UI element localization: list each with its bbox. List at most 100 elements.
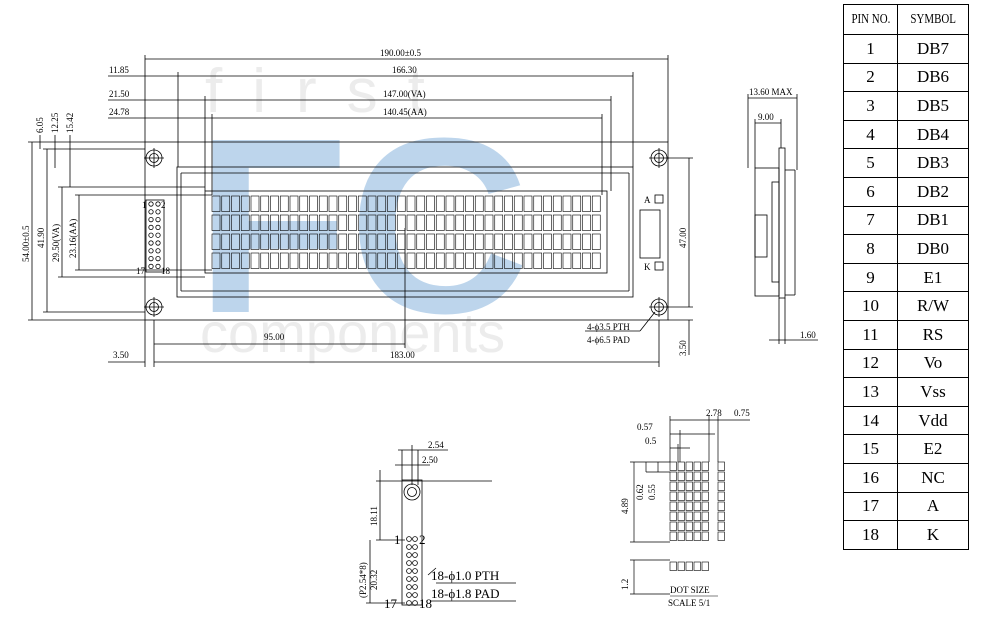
character-cell (387, 214, 396, 231)
character-cell (552, 233, 562, 250)
character-cell (484, 233, 494, 250)
dot-cell (669, 461, 677, 471)
character-cell (221, 233, 231, 250)
character-cell (435, 214, 445, 231)
dim-top-12-25: 12.25 (50, 112, 60, 133)
character-cell (552, 195, 562, 212)
character-cell (357, 214, 367, 231)
header-pin (155, 201, 161, 207)
character-cell (455, 214, 465, 231)
dot-cell (677, 491, 685, 501)
connector-pin (406, 592, 412, 598)
character-cell (338, 233, 348, 250)
dim-dot-0-62: 0.62 (635, 484, 645, 500)
character-cell (367, 195, 377, 212)
dot-cell (701, 521, 709, 531)
dot-cell (685, 491, 693, 501)
dot-cell (701, 531, 709, 541)
connector-pin (406, 584, 412, 590)
pin-symbol: E2 (897, 434, 969, 464)
character-cell (348, 233, 357, 250)
character-cell (435, 252, 445, 269)
character-cell (231, 195, 240, 212)
hole-pth-note: 4-ϕ3.5 PTH (587, 322, 630, 332)
conn-pth-note: 18-ϕ1.0 PTH (431, 568, 499, 583)
pin-symbol: E1 (897, 262, 969, 293)
character-cell (357, 252, 367, 269)
pin-symbol: DB3 (897, 148, 969, 178)
character-cell (572, 214, 582, 231)
connector-pin (412, 576, 418, 582)
pin-number: 6 (843, 176, 898, 207)
character-cell (416, 233, 426, 250)
character-cell (513, 214, 523, 231)
character-cell (582, 195, 591, 212)
header-pin (148, 248, 154, 254)
header-pin (155, 248, 161, 254)
pin-number: 15 (843, 434, 898, 464)
dot-cell (717, 491, 725, 501)
dot-cell (669, 501, 677, 511)
dim-dot-2-78: 2.78 (706, 408, 722, 418)
pin-symbol: Vo (897, 348, 969, 379)
character-cell (387, 252, 396, 269)
character-cell (426, 195, 435, 212)
character-cell (396, 214, 406, 231)
dim-width-aa: 140.45(AA) (383, 107, 427, 117)
character-cell (231, 252, 240, 269)
mounting-hole-tl (144, 148, 164, 168)
led-tab (639, 209, 661, 259)
character-cell (377, 195, 387, 212)
character-cell (211, 195, 221, 212)
character-cell (270, 214, 279, 231)
dim-top-15-42: 15.42 (65, 113, 75, 133)
character-cell (328, 252, 338, 269)
character-cell (406, 195, 416, 212)
connector-pin (406, 560, 412, 566)
character-cell (231, 233, 240, 250)
dim-height-va: 29.50(VA) (51, 224, 61, 262)
character-cell (328, 233, 338, 250)
conn-pin2-label: 2 (419, 532, 426, 547)
pin-symbol: NC (897, 462, 969, 493)
character-cell (406, 214, 416, 231)
character-cell (474, 195, 484, 212)
character-cell (299, 252, 309, 269)
dot-detail-labels: 2.78 0.75 0.57 0.5 4.89 0.62 0.55 1.2 DO… (620, 408, 750, 608)
led-anode-label: A (644, 195, 651, 205)
character-cell (367, 214, 377, 231)
character-cell (240, 233, 250, 250)
character-cell (416, 195, 426, 212)
connector-detail (366, 445, 516, 606)
character-cell (240, 252, 250, 269)
character-cell (426, 252, 435, 269)
pin-number: 14 (843, 405, 898, 436)
connector-pin (406, 536, 412, 542)
character-cell (465, 214, 474, 231)
dim-dot-0-5: 0.5 (645, 436, 657, 446)
pin-symbol: Vdd (897, 405, 969, 436)
dot-cell (701, 511, 709, 521)
dim-width-166: 166.30 (392, 65, 417, 75)
character-cell (562, 233, 572, 250)
character-cell (416, 252, 426, 269)
dot-cell (685, 501, 693, 511)
pin-number: 3 (843, 91, 898, 121)
character-cell (406, 252, 416, 269)
character-cell (387, 195, 396, 212)
pin-number: 4 (843, 119, 898, 150)
dim-height-47: 47.00 (678, 227, 688, 248)
pin-number: 9 (843, 262, 898, 293)
character-cell (572, 233, 582, 250)
viewing-area (204, 190, 608, 274)
dot-cell (717, 501, 725, 511)
character-cell (318, 233, 328, 250)
dot-cell (669, 511, 677, 521)
character-cell (543, 252, 552, 269)
character-cell (445, 252, 455, 269)
